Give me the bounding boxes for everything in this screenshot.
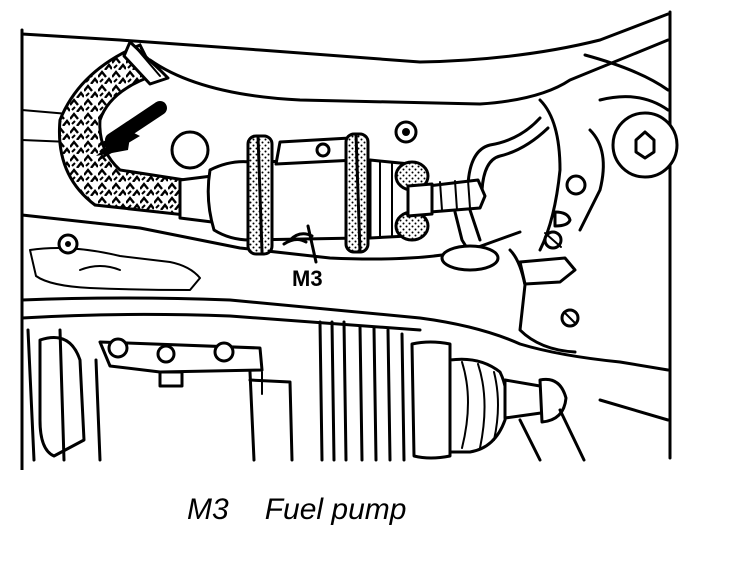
fuel-pump [170, 130, 434, 264]
figure-caption: M3 Fuel pump [187, 493, 406, 527]
rubber-hose [57, 40, 214, 224]
upper-subframe [20, 12, 670, 143]
frame-lines [20, 10, 672, 470]
drive-shaft [318, 320, 586, 462]
caption-description: Fuel pump [264, 493, 407, 526]
flow-arrow [96, 101, 167, 160]
suspension-mount [394, 53, 679, 354]
component-tag: M3 [292, 266, 323, 291]
lower-bracket [26, 328, 294, 462]
fuel-pump-illustration: M3 [20, 10, 679, 470]
floor-edge [598, 398, 670, 422]
fuel-line-outlet [426, 116, 550, 272]
crossmember [20, 213, 670, 372]
caption-code: M3 [187, 493, 229, 526]
